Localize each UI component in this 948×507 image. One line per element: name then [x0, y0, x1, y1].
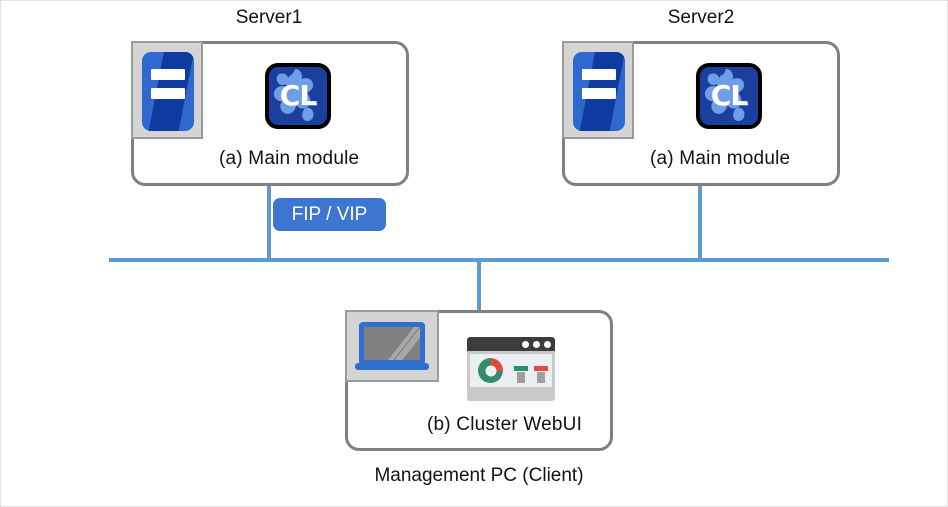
server1-cl-app-icon: CL — [265, 63, 331, 129]
server2-title: Server2 — [667, 7, 735, 28]
server1-drop-wire — [267, 186, 271, 261]
browser-dot-3 — [544, 341, 551, 348]
management-pc-drop-wire — [477, 258, 481, 310]
donut-chart-icon — [478, 358, 503, 383]
cl-icon-label: CL — [279, 79, 317, 112]
server1-title: Server1 — [235, 7, 303, 28]
browser-titlebar — [467, 337, 555, 351]
management-pc-laptop-icon — [345, 310, 439, 382]
server1-module-label: (a) Main module — [219, 148, 360, 169]
bar-chart-icon-2 — [534, 366, 548, 383]
bar-cap-2 — [534, 366, 548, 371]
management-pc-module-label: (b) Cluster WebUI — [427, 414, 583, 435]
server-card-bar-2 — [582, 88, 616, 99]
cl-splash-shape — [273, 68, 314, 122]
cl-icon-label: CL — [710, 79, 748, 112]
server1-box: CL (a) Main module — [131, 41, 409, 186]
server2-module-label: (a) Main module — [650, 148, 791, 169]
bar-stem-1 — [517, 372, 525, 383]
browser-dot-2 — [533, 341, 540, 348]
server-card-bar-1 — [582, 69, 616, 80]
laptop-glyph — [347, 312, 437, 380]
server2-server-icon — [562, 41, 634, 139]
fip-vip-badge: FIP / VIP — [273, 198, 386, 231]
laptop-screen — [359, 322, 425, 365]
server2-drop-wire — [698, 186, 702, 261]
server1-server-icon — [131, 41, 203, 139]
laptop-base — [355, 363, 429, 370]
bar-chart-icon-1 — [514, 366, 528, 383]
server-card-bar-2 — [151, 88, 185, 99]
management-pc-title: Management PC (Client) — [374, 465, 584, 486]
laptop-screen-glint-1 — [390, 327, 420, 360]
server-card-glyph — [573, 52, 625, 131]
management-pc-box: (b) Cluster WebUI — [345, 310, 613, 451]
bar-cap-1 — [514, 366, 528, 371]
browser-page-content — [470, 354, 552, 387]
bar-stem-2 — [537, 372, 545, 383]
browser-dot-1 — [522, 341, 529, 348]
server2-box: CL (a) Main module — [562, 41, 840, 186]
server2-cl-app-icon: CL — [696, 63, 762, 129]
server-card-glyph — [142, 52, 194, 131]
cl-splash-shape — [704, 68, 745, 122]
network-bus-wire — [109, 258, 889, 262]
server-card-bar-1 — [151, 69, 185, 80]
cluster-webui-browser-icon — [467, 337, 555, 401]
